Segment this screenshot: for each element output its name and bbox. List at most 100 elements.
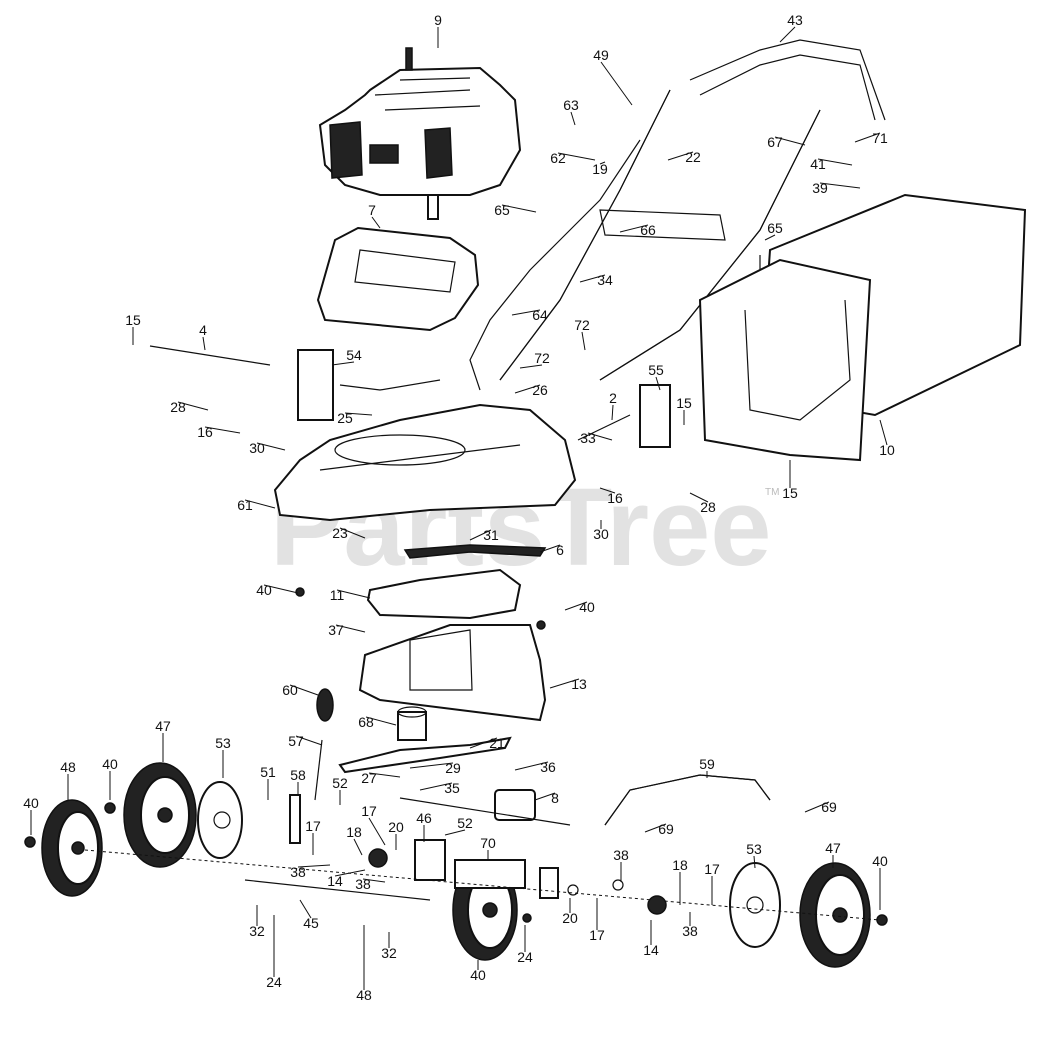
callout-label: 38 bbox=[290, 864, 306, 880]
callout-label: 25 bbox=[337, 410, 353, 426]
callout-leader-line bbox=[534, 792, 556, 801]
callout-label: 18 bbox=[672, 857, 688, 873]
callout-label: 69 bbox=[821, 799, 837, 815]
callout-label: 34 bbox=[597, 272, 613, 288]
callout-leader-line bbox=[579, 274, 606, 283]
callout-label: 40 bbox=[256, 582, 272, 598]
gearbox-8-part bbox=[399, 789, 571, 826]
callout-leader-line bbox=[619, 224, 649, 233]
callout-leader-line bbox=[804, 801, 830, 813]
callout-leader-line bbox=[295, 735, 323, 746]
callout-leader-line bbox=[587, 432, 613, 441]
callout-leader-line bbox=[689, 492, 709, 503]
callout-label: 17 bbox=[305, 818, 321, 834]
callout-label: 63 bbox=[563, 97, 579, 113]
callout-label: 60 bbox=[282, 682, 298, 698]
callout-leader-line bbox=[570, 111, 576, 126]
callout-leader-line bbox=[817, 158, 853, 166]
callout-label: 36 bbox=[540, 759, 556, 775]
callout-leader-line bbox=[764, 234, 776, 241]
callout-leader-line bbox=[854, 132, 881, 143]
callout-label: 15 bbox=[125, 312, 141, 328]
callout-leader-line bbox=[599, 487, 616, 494]
callout-leader-line bbox=[444, 829, 466, 836]
motor-mount-68-part bbox=[397, 706, 427, 741]
callout-leader-line bbox=[549, 678, 580, 689]
callout-leader-line bbox=[611, 404, 614, 421]
callout-label: 47 bbox=[825, 840, 841, 856]
callout-label: 24 bbox=[266, 974, 282, 990]
callout-leader-line bbox=[667, 151, 694, 161]
callout-leader-line bbox=[879, 419, 888, 446]
callout-leader-line bbox=[774, 136, 806, 146]
callout-label: 20 bbox=[562, 910, 578, 926]
callout-leader-line bbox=[600, 61, 633, 106]
callout-leader-line bbox=[581, 331, 586, 351]
callout-label: 52 bbox=[457, 815, 473, 831]
callout-label: 47 bbox=[155, 718, 171, 734]
callout-leader-line bbox=[564, 601, 588, 611]
callout-label: 53 bbox=[746, 841, 762, 857]
wheel-47-right-part bbox=[799, 862, 871, 968]
callout-label: 54 bbox=[346, 347, 362, 363]
callout-leader-line bbox=[344, 412, 373, 416]
callout-leader-line bbox=[779, 26, 796, 43]
callout-leader-line bbox=[362, 878, 386, 883]
trademark-mark: TM bbox=[765, 487, 779, 498]
engine-part bbox=[318, 47, 522, 220]
callout-leader-line bbox=[331, 361, 355, 366]
callout-label: 48 bbox=[60, 759, 76, 775]
callout-leader-line bbox=[336, 589, 371, 599]
callout-leader-line bbox=[353, 838, 363, 856]
callout-label: 49 bbox=[593, 47, 609, 63]
callout-label: 6 bbox=[556, 542, 564, 558]
callout-label: 15 bbox=[676, 395, 692, 411]
callout-label: 17 bbox=[704, 861, 720, 877]
hubcap-53-right-part bbox=[729, 862, 781, 948]
callout-label: 30 bbox=[249, 440, 265, 456]
callout-leader-line bbox=[334, 869, 366, 877]
callout-label: 65 bbox=[494, 202, 510, 218]
callout-label: 2 bbox=[609, 390, 617, 406]
callout-label: 59 bbox=[699, 756, 715, 772]
callout-label: 7 bbox=[368, 202, 376, 218]
callout-label: 10 bbox=[879, 442, 895, 458]
callout-label: 18 bbox=[346, 824, 362, 840]
callout-leader-line bbox=[368, 817, 386, 846]
callout-label: 19 bbox=[592, 161, 608, 177]
callout-label: 31 bbox=[483, 527, 499, 543]
callout-leader-line bbox=[514, 384, 541, 394]
callout-label: 66 bbox=[640, 222, 656, 238]
callout-leader-line bbox=[469, 737, 498, 749]
callout-leader-line bbox=[297, 864, 331, 868]
callout-leader-line bbox=[177, 401, 209, 411]
callout-leader-line bbox=[599, 161, 606, 165]
callout-label: 68 bbox=[358, 714, 374, 730]
callout-label: 71 bbox=[872, 130, 888, 146]
callout-leader-line bbox=[557, 152, 596, 161]
callout-leader-line bbox=[469, 529, 492, 541]
hardware-parts bbox=[24, 345, 888, 926]
callout-leader-line bbox=[289, 684, 319, 696]
callout-label: 61 bbox=[237, 497, 253, 513]
callout-label: 69 bbox=[658, 821, 674, 837]
grass-bag-part bbox=[698, 193, 1027, 462]
callout-label: 20 bbox=[388, 819, 404, 835]
callout-label: 13 bbox=[571, 676, 587, 692]
callout-leader-line bbox=[371, 216, 381, 229]
callout-leader-line bbox=[244, 499, 276, 509]
callout-label: 65 bbox=[767, 220, 783, 236]
callout-label: 58 bbox=[290, 767, 306, 783]
rear-axle-rod-59-part bbox=[604, 774, 771, 826]
housing-13-part bbox=[358, 624, 547, 722]
callout-label: 15 bbox=[782, 485, 798, 501]
callout-label: 17 bbox=[361, 803, 377, 819]
callout-label: 27 bbox=[361, 770, 377, 786]
rear-axle-rod-59-inner bbox=[604, 774, 771, 826]
callout-label: 14 bbox=[643, 942, 659, 958]
callout-label: 40 bbox=[872, 853, 888, 869]
hubcap-53-left-part bbox=[197, 781, 243, 859]
callout-label: 55 bbox=[648, 362, 664, 378]
blade-21-part bbox=[338, 736, 512, 774]
callout-label: 67 bbox=[767, 134, 783, 150]
